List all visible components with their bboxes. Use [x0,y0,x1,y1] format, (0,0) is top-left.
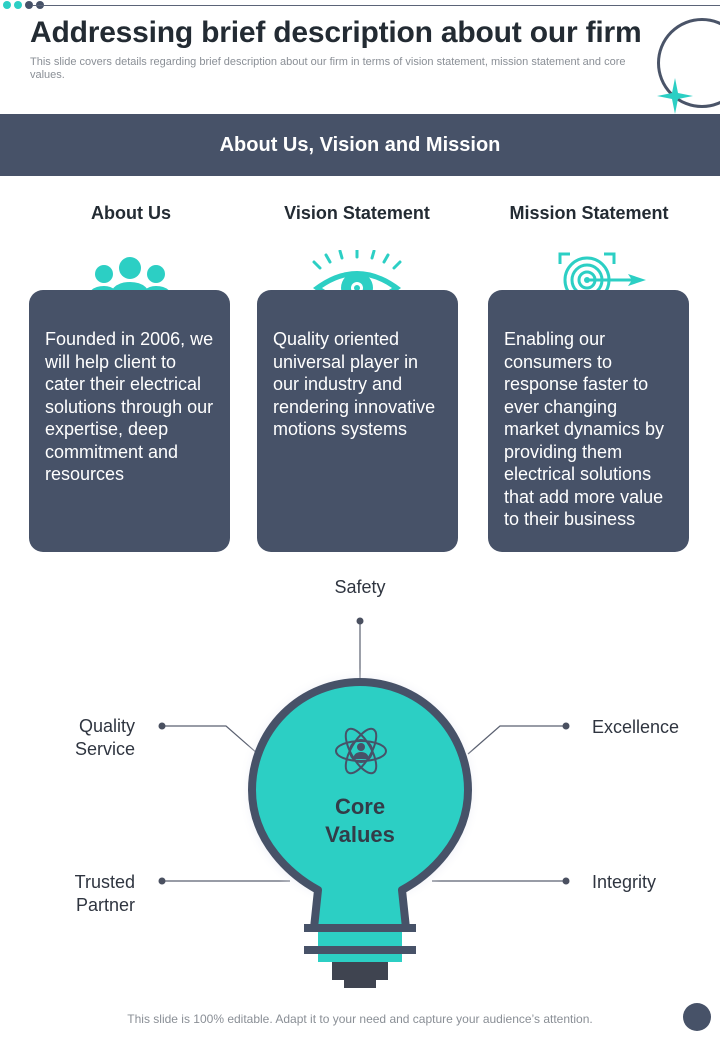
page-title: Addressing brief description about our f… [30,16,642,49]
footer-note: This slide is 100% editable. Adapt it to… [127,1012,593,1026]
value-excellence: Excellence [592,717,680,737]
value-safety: Safety [334,577,386,597]
mission-heading: Mission Statement [509,203,669,223]
core-values-title: Core Values [280,793,440,849]
value-quality-line2: Service [74,739,135,759]
section-banner: About Us, Vision and Mission [0,114,720,176]
dot [14,1,22,9]
about-us-text: Founded in 2006, we will help client to … [45,329,214,484]
eye-icon [312,250,402,305]
value-quality-service: Quality Service [20,715,135,761]
value-quality-line1: Quality [78,716,135,736]
page-indicator-dot [683,1003,711,1031]
page-subtitle: This slide covers details regarding brie… [30,56,626,81]
sparkle-icon [657,78,693,114]
value-trusted-line1: Trusted [74,872,135,892]
about-us-heading: About Us [91,203,171,223]
dot [25,1,33,9]
vision-text: Quality oriented universal player in our… [273,329,436,439]
value-trusted-partner: Trusted Partner [20,871,135,917]
about-us-card: Founded in 2006, we will help client to … [29,290,230,552]
mission-card: Enabling our consumers to response faste… [488,290,689,552]
core-values-bulb [158,617,570,988]
top-rule [32,5,720,6]
core-title-line2: Values [325,822,395,847]
core-title-line1: Core [334,794,386,819]
dot [3,1,11,9]
vision-heading: Vision Statement [284,203,430,223]
value-integrity: Integrity [592,872,657,892]
value-trusted-line2: Partner [75,895,135,915]
mission-text: Enabling our consumers to response faste… [504,329,665,529]
vision-card: Quality oriented universal player in our… [257,290,458,552]
banner-title: About Us, Vision and Mission [219,133,501,156]
atom-person-icon [335,727,387,775]
